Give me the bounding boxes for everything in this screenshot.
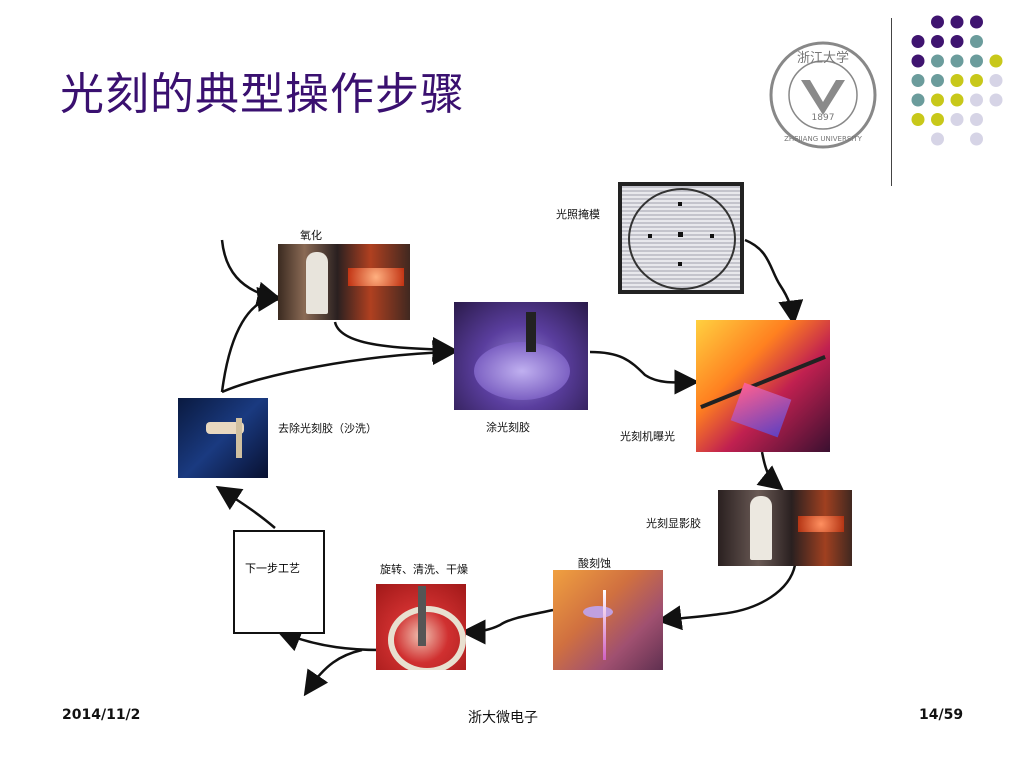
exposure-photo [696,320,830,452]
svg-text:ZHEJIANG UNIVERSITY: ZHEJIANG UNIVERSITY [784,135,863,143]
footer-page-number: 14/59 [919,707,964,723]
label-exposure: 光刻机曝光 [620,430,675,443]
label-oxidation: 氧化 [300,229,322,242]
slide-title: 光刻的典型操作步骤 [60,69,465,120]
oxidation-photo [278,244,410,320]
label-coating: 涂光刻胶 [486,421,530,434]
university-logo: 1897 浙江大学 ZHEJIANG UNIVERSITY [769,41,877,149]
spin-clean-photo [376,584,466,670]
footer-center-text: 浙大微电子 [468,710,538,726]
label-next-step: 下一步工艺 [245,562,300,575]
svg-text:1897: 1897 [812,113,835,123]
label-spin-clean: 旋转、清洗、干燥 [380,563,468,576]
label-mask: 光照掩模 [556,208,600,221]
header-divider [891,18,892,186]
label-etch: 酸刻蚀 [578,557,611,570]
footer-date: 2014/11/2 [62,707,141,723]
develop-photo [718,490,852,566]
label-strip: 去除光刻胶（沙洗） [278,422,377,435]
photomask-photo [618,182,744,294]
etch-photo [553,570,663,670]
svg-text:浙江大学: 浙江大学 [797,50,849,66]
coating-photo [454,302,588,410]
label-develop: 光刻显影胶 [646,517,701,530]
strip-photo [178,398,268,478]
next-step-box: 下一步工艺 [233,530,325,634]
